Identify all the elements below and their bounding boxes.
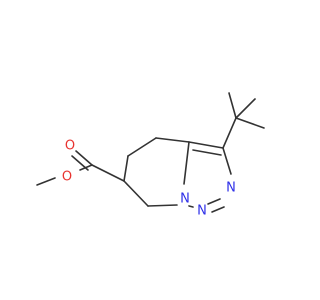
bond-carbonyl-carbon-to-oxygen-outer [75, 150, 93, 166]
bond-ring-c3a-to-n-bridgehead [183, 141, 190, 185]
bond-c3a-to-c3-double [192, 149, 222, 156]
bond-c3-to-n-upper [222, 147, 232, 175]
atom-label-layer: O O N N N [62, 139, 236, 219]
bond-n-middle-to-n-bridgehead [188, 205, 194, 208]
bond-c3-to-tert-butyl-carbon [222, 117, 237, 149]
bond-ring-c6-to-c5 [123, 155, 129, 182]
bond-n-bridgehead-to-c8 [147, 204, 178, 207]
atom-oxygen-ester: O [62, 170, 72, 185]
bond-c3a-to-c3-single [188, 141, 224, 149]
bond-ring-c5-to-c4 [127, 137, 157, 157]
atom-nitrogen-bridgehead: N [180, 192, 190, 207]
diagram-background [0, 0, 300, 300]
bond-carbonyl-carbon-to-oxygen-inner [71, 155, 89, 171]
bond-n-upper-to-n-middle-single [207, 198, 221, 205]
bond-methyl-to-ester-oxygen [36, 177, 56, 186]
bond-n-upper-to-n-middle-double [211, 206, 225, 213]
bond-carbonyl-carbon-to-ring-carbon [91, 164, 125, 182]
molecule-diagram: O O N N N [0, 0, 300, 300]
bond-ring-c4-to-c3a [155, 137, 190, 143]
bond-tert-butyl-to-methyl-right [235, 117, 265, 129]
atom-nitrogen-upper: N [226, 181, 236, 196]
atom-oxygen-carbonyl: O [65, 139, 75, 154]
bond-tert-butyl-to-methyl-top [228, 92, 237, 119]
bond-tert-butyl-to-methyl-upper-right [235, 98, 256, 119]
bond-layer [36, 92, 265, 213]
atom-nitrogen-middle: N [197, 204, 207, 219]
bond-c8-to-c7 [123, 180, 149, 207]
